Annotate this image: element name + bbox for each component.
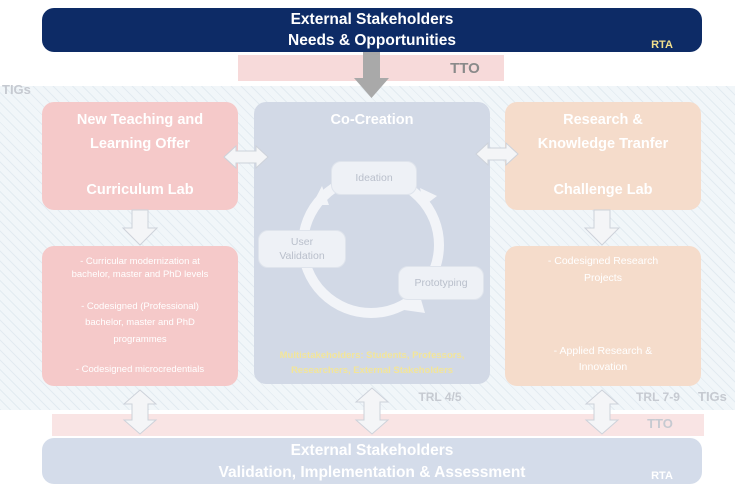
user-validation-step: User Validation: [258, 230, 346, 268]
double-arrow-left-center: [223, 144, 269, 170]
double-arrow-center-right: [475, 141, 519, 167]
bottom-bar-line1: External Stakeholders: [290, 442, 454, 459]
left-box-title2: Learning Offer: [90, 136, 190, 152]
double-arrow-bottom-center: [354, 387, 390, 435]
curriculum-item1-line1: - Curricular modernization at: [80, 256, 200, 267]
trl-4-5-label: TRL 4/5: [418, 390, 462, 404]
research-item2-line2: Innovation: [578, 361, 628, 373]
curriculum-lab-label: Curriculum Lab: [86, 182, 194, 198]
prototyping-step: Prototyping: [398, 266, 484, 300]
top-bar-line1: External Stakeholders: [290, 11, 454, 28]
down-arrow-research: [583, 209, 621, 246]
bottom-bar-line2: Validation, Implementation & Assessment: [218, 464, 526, 481]
curriculum-item3: - Codesigned microcredentials: [75, 364, 205, 375]
ideation-step: Ideation: [331, 161, 417, 195]
curriculum-item1-line2: bachelor, master and PhD levels: [71, 269, 209, 280]
double-arrow-bottom-left: [122, 389, 158, 435]
research-item1-line1: - Codesigned Research: [547, 255, 659, 267]
curriculum-outputs-box: - Curricular modernization at bachelor, …: [42, 246, 238, 386]
tto-top-label: TTO: [450, 60, 480, 77]
multistakeholders-line2: Researchers, External Stakeholders: [290, 365, 454, 376]
tto-bottom-label: TTO: [647, 416, 673, 431]
top-bar-rta-tag: RTA: [651, 39, 673, 51]
curriculum-item2-line2: bachelor, master and PhD: [85, 317, 195, 328]
top-bar-line2: Needs & Opportunities: [288, 32, 456, 49]
curriculum-item2-line3: programmes: [113, 334, 167, 345]
research-knowledge-box: Research & Knowledge Tranfer Challenge L…: [505, 102, 701, 210]
left-box-title1: New Teaching and: [76, 112, 204, 128]
prototyping-label: Prototyping: [414, 277, 468, 289]
right-box-title1: Research &: [563, 112, 643, 128]
bottom-bar-rta-tag: RTA: [651, 470, 673, 482]
double-arrow-bottom-right: [584, 389, 620, 435]
ideation-label: Ideation: [355, 172, 393, 184]
multistakeholders-line1: Multistakeholders: Students, Professors,: [279, 350, 465, 361]
research-item1-line2: Projects: [584, 272, 622, 284]
research-outputs-box: - Codesigned Research Projects - Applied…: [505, 246, 701, 386]
research-item2-line1: - Applied Research &: [553, 345, 653, 357]
user-validation-label-line1: User: [290, 236, 314, 248]
teaching-learning-box: New Teaching and Learning Offer Curricul…: [42, 102, 238, 210]
user-validation-label-line2: Validation: [279, 250, 325, 262]
external-stakeholders-needs-bar: External Stakeholders Needs & Opportunit…: [42, 8, 702, 52]
tigs-left-label: TIGs: [2, 82, 31, 97]
curriculum-item2-line1: - Codesigned (Professional): [81, 301, 199, 312]
tigs-right-label: TIGs: [698, 389, 727, 404]
external-stakeholders-validation-bar: External Stakeholders Validation, Implem…: [42, 438, 702, 484]
down-arrow-needs: [354, 52, 389, 98]
co-creation-title: Co-Creation: [330, 112, 414, 128]
right-box-title2: Knowledge Tranfer: [537, 136, 669, 152]
down-arrow-curriculum: [121, 209, 159, 246]
challenge-lab-label: Challenge Lab: [553, 182, 653, 198]
trl-7-9-label: TRL 7-9: [636, 390, 680, 404]
